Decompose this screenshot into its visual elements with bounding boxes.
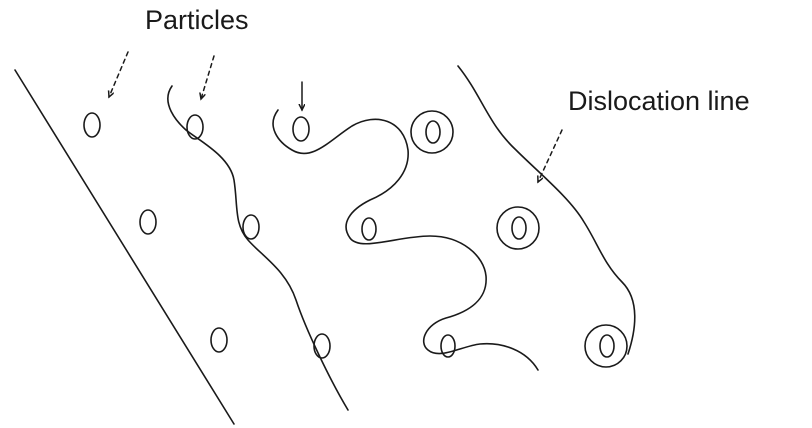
looped-particle-2 [497,207,539,249]
dislocation-loop [585,325,627,367]
particle-8 [314,334,330,358]
particles-arrow-1 [109,52,128,97]
particle-11 [512,217,526,239]
particles-label: Particles [145,5,249,35]
particle-3 [293,117,309,141]
particle-9 [441,335,455,357]
particle-2 [187,115,203,139]
particle-1 [84,113,100,137]
dislocation-line-bowed [273,110,538,370]
dislocation-line-label: Dislocation line [568,86,750,116]
looped-particle-3 [585,325,627,367]
particle-6 [362,218,376,240]
particle-7 [211,328,227,352]
particles-arrow-2 [201,56,214,99]
particle-10 [426,121,440,143]
dislocation-loop [497,207,539,249]
particle-5 [243,215,259,239]
particle-4 [140,210,156,234]
particle-12 [600,335,614,357]
dislocation-line-straight [15,70,234,424]
looped-particle-1 [411,111,453,153]
dislocation-loop [411,111,453,153]
